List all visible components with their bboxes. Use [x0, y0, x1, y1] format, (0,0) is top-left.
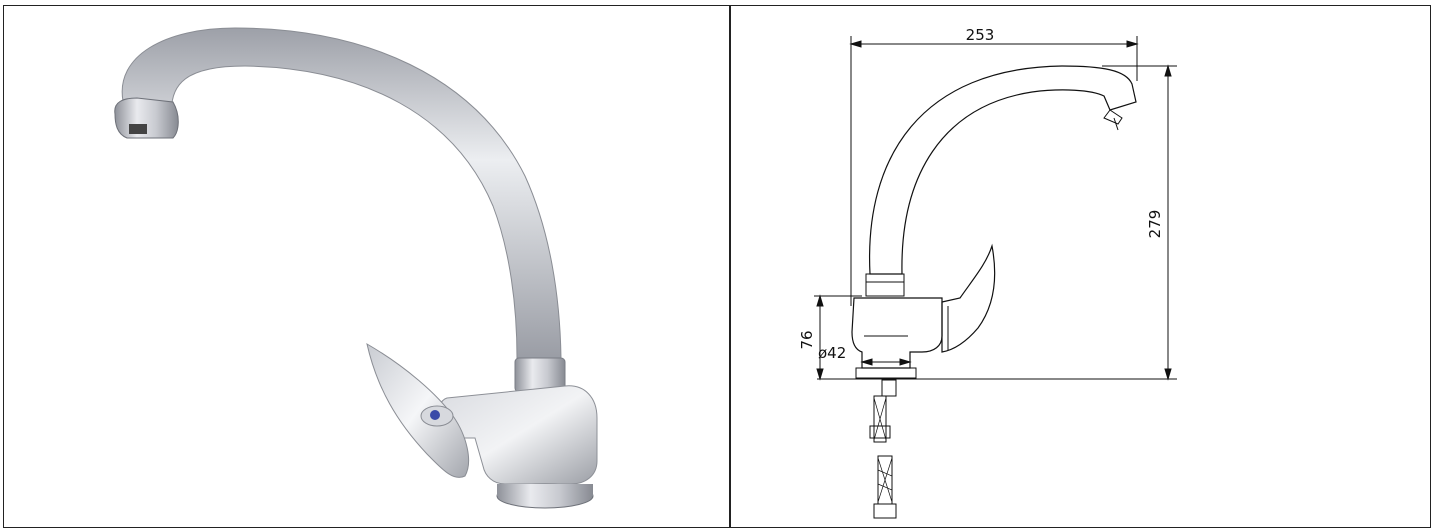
hot-cold-indicator-icon: [430, 410, 440, 420]
kitchen-faucet-photo: [114, 27, 598, 509]
arrow-icon: [860, 358, 873, 366]
arrow-icon: [1164, 368, 1172, 381]
panel-divider: [729, 5, 731, 528]
technical-drawing-panel: 253 279 76 ø42: [732, 6, 1429, 526]
body-outline: [851, 297, 943, 369]
base-diameter-dimension-label: ø42: [818, 344, 846, 362]
arrow-icon: [849, 40, 862, 48]
spout: [121, 27, 562, 359]
lever-outline: [941, 243, 996, 353]
aerator: [129, 124, 147, 134]
height-dimension-label: 279: [1146, 210, 1164, 239]
arrow-icon: [1126, 40, 1139, 48]
collar-outline: [865, 273, 905, 297]
figure-frame: [3, 5, 1431, 528]
arrow-icon: [1164, 64, 1172, 77]
technical-drawing: 253 279 76 ø42: [798, 26, 1177, 519]
arrow-icon: [816, 294, 824, 307]
hose-nut: [873, 503, 897, 519]
lever-handle: [366, 342, 470, 478]
threaded-stud: [881, 379, 897, 397]
supply-hose-upper: [873, 395, 887, 443]
aerator-outline: [1103, 109, 1123, 125]
width-dimension-label: 253: [966, 26, 995, 44]
base-plate-outline: [855, 367, 917, 379]
faucet-base-ring: [497, 484, 593, 496]
arrow-icon: [816, 368, 824, 381]
arrow-icon: [899, 358, 912, 366]
base-height-dimension-label: 76: [798, 330, 816, 349]
spout-outline: [868, 65, 1137, 275]
product-photo-panel: [5, 6, 727, 526]
